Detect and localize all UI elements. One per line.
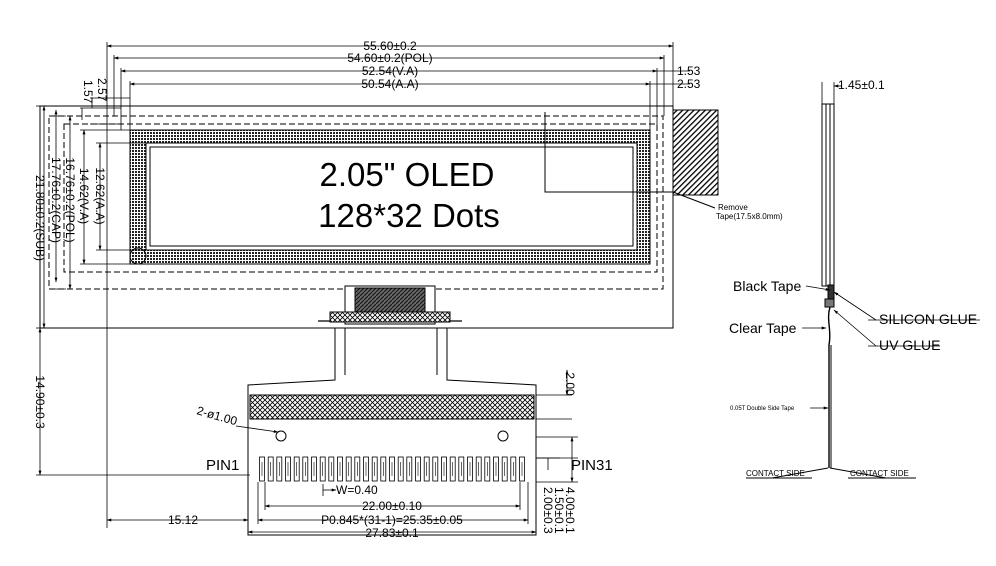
fpc-contact-pins [259,456,525,482]
mounting-hole-right [497,430,509,442]
dim-fpc-width: 27.83±0.1 [365,526,419,540]
pin1-label: PIN1 [206,457,239,474]
dim-holes: 2-ø1.00 [195,403,239,428]
dim-height-cap: 17.76±0.2(CAP) [49,157,63,243]
cap-outline [63,123,658,273]
dim-pin-width: W=0.40 [336,483,378,497]
side-black-tape-label: Black Tape [733,278,801,294]
dim-right-253: 2.53 [677,77,701,91]
remove-tape [672,109,719,196]
pin31-label: PIN31 [571,457,613,474]
dim-height-sub: 21.80±0.2(SUB) [33,175,47,261]
dim-height-aa: 12.62(A.A) [93,167,107,224]
dim-thickness: 1.45±0.1 [838,78,885,92]
front-view [36,42,719,536]
dim-fpc-offset: 15.12 [168,513,198,527]
dim-200: 2.00±0.3 [541,487,555,534]
dim-150: 1.50±0.1 [552,487,566,534]
dim-width-sub: 55.60±0.2 [363,39,417,53]
dim-left-257: 2.57 [95,78,109,102]
dim-height-pol: 16.76±0.2(POL) [63,157,77,242]
remove-tape-label-2: Tape(17.5x8.0mm) [716,212,783,221]
dim-right-153: 1.53 [677,64,701,78]
side-black-tape [827,284,835,300]
side-double-tape-label: 0.05T Double Side Tape [730,406,795,412]
pixel-origin-marker [129,247,147,265]
glass-substrate [39,105,674,329]
side-uv-glue-label: UV GLUE [879,337,940,353]
dim-width-pol: 54.60±0.2(POL) [347,51,432,65]
side-clear-tape-label: Clear Tape [729,320,797,336]
contact-side-right: CONTACT SIDE [850,469,909,478]
mounting-hole-left [275,430,287,442]
fpc-tail [247,328,537,536]
display-title-line2: 128*32 Dots [318,197,500,234]
side-view [746,82,980,479]
dim-fpc-hatch: 2.00 [563,372,577,396]
dim-height-va: 14.62(V.A) [77,168,91,224]
dim-400: 4.00±0.1 [563,487,577,534]
fpc-bond-hatch [354,287,426,313]
side-silicon-glue-label: SILICON GLUE [879,311,977,327]
display-title-line1: 2.05" OLED [320,156,495,193]
stiffener-hatch [249,394,535,420]
contact-side-left: CONTACT SIDE [746,469,805,478]
dim-pitch: P0.845*(31-1)=25.35±0.05 [321,513,463,527]
dim-width-aa: 50.54(A.A) [361,77,418,91]
side-glass [821,103,835,287]
dim-width-va: 52.54(V.A) [362,64,418,78]
dim-fpc-length: 14.90±0.3 [33,375,47,429]
remove-tape-label-1: Remove [718,203,748,212]
dim-left-157: 1.57 [81,80,95,104]
dim-pin-span: 22.00±0.10 [362,499,422,513]
